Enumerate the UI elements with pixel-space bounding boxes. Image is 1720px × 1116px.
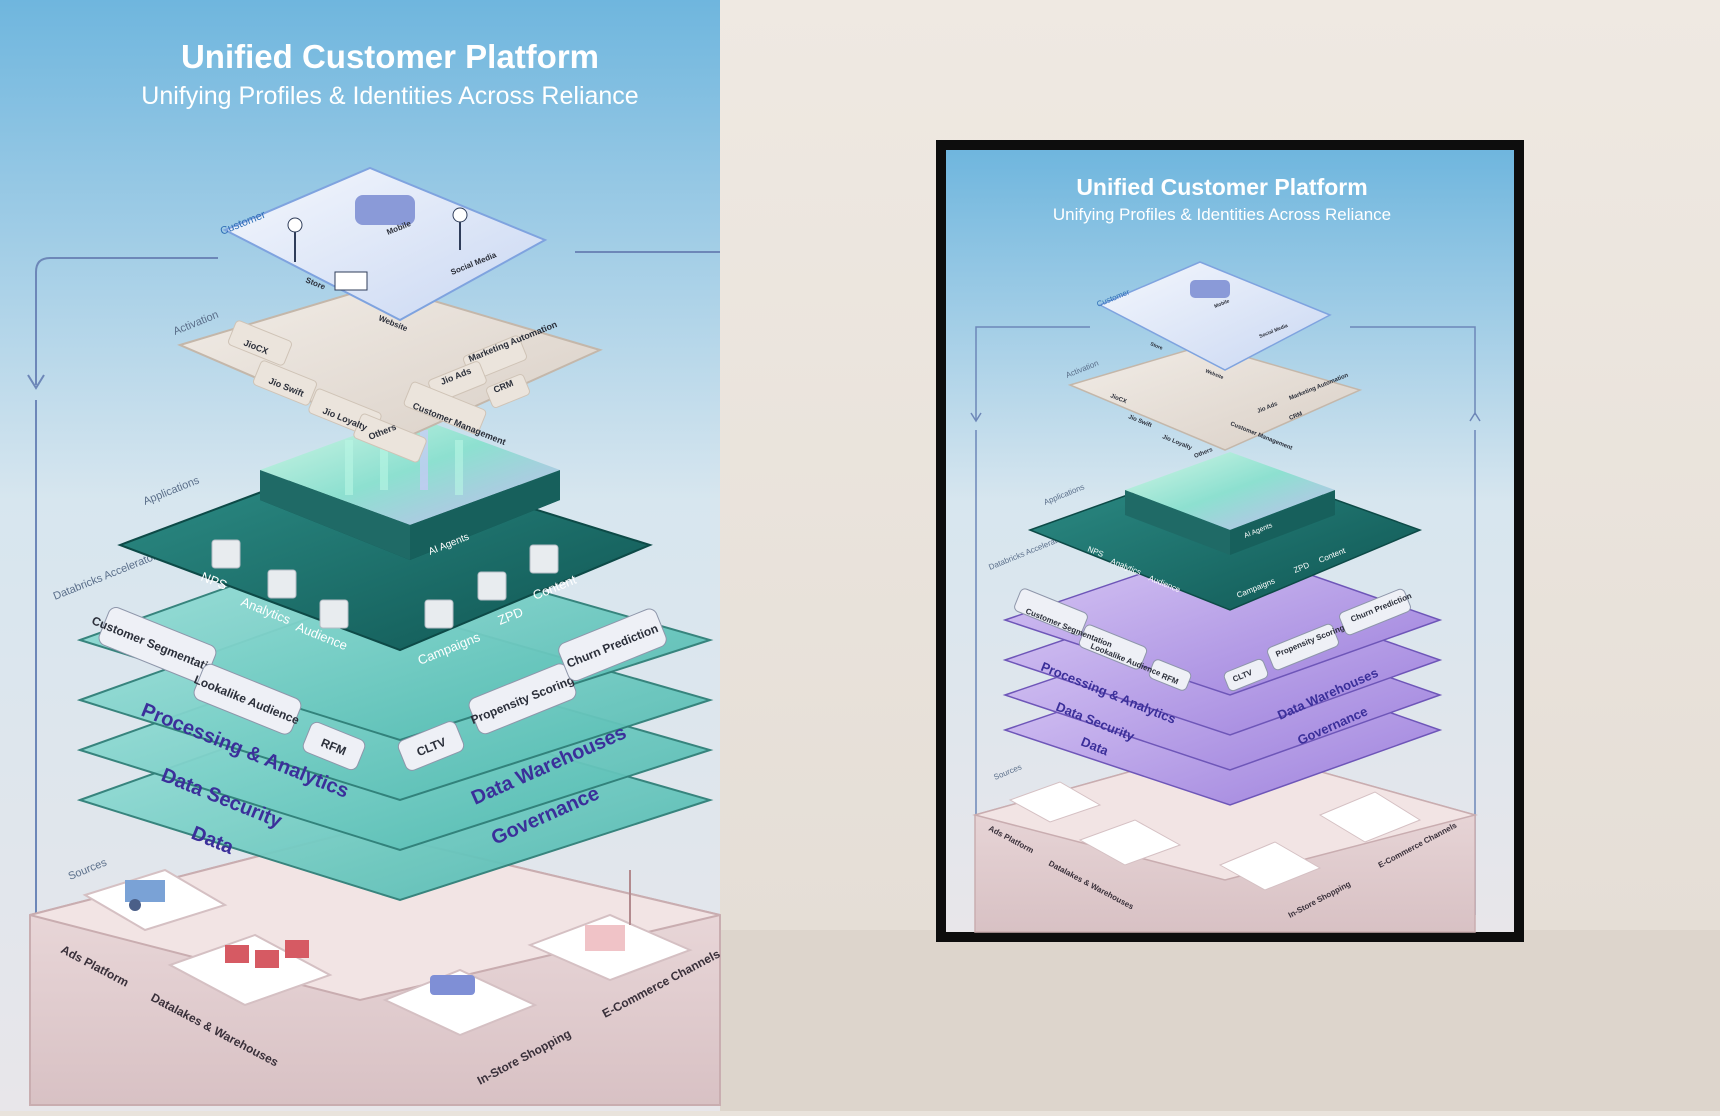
poster-right-act-crm: CRM <box>1289 411 1304 422</box>
customer-platform <box>222 166 548 322</box>
activation-tiles <box>228 320 530 463</box>
poster-right-act-jiocx: JioCX <box>1109 393 1127 405</box>
source-tile-ads <box>82 868 228 932</box>
poster-right-source-tiles <box>1008 781 1422 891</box>
poster-left-subtitle: Unifying Profiles & Identities Across Re… <box>141 82 638 110</box>
poster-right-subtitle: Unifying Profiles & Identities Across Re… <box>1053 205 1391 224</box>
poster-right-ai-core-right <box>1230 490 1335 555</box>
poster-right-ai-core-left <box>1125 490 1230 555</box>
poster-left-title: Unified Customer Platform <box>181 38 599 75</box>
source-tile-ecommerce <box>527 870 693 982</box>
applications-platform <box>117 415 653 652</box>
poster-right-ai-core <box>1125 452 1335 530</box>
app-cubes <box>211 539 559 629</box>
framed-poster: Ads Platform Datalakes & Warehouses In-S… <box>936 140 1524 942</box>
accelerator-tile-cltv: CLTV <box>397 721 465 771</box>
poster-right-activation <box>1067 344 1363 451</box>
poster-right-customer-sofa <box>1190 280 1230 298</box>
poster-right-cust-mobile: Mobile <box>1214 298 1231 310</box>
poster-right-customer <box>1098 261 1332 371</box>
floor <box>720 930 1720 1111</box>
poster-right-accelerator-chips <box>1014 588 1411 692</box>
source-tile-datalakes <box>167 933 333 1007</box>
poster-right-title: Unified Customer Platform <box>1076 174 1367 200</box>
poster-right-violet-layers <box>1002 544 1443 806</box>
poster-right-cust-store: Store <box>1149 341 1163 351</box>
source-tile-instore <box>382 968 538 1037</box>
poster-left: Sources Ads Platform Datalakes & Warehou… <box>0 0 723 1111</box>
accelerator-tile-rfm: RFM <box>302 721 366 771</box>
